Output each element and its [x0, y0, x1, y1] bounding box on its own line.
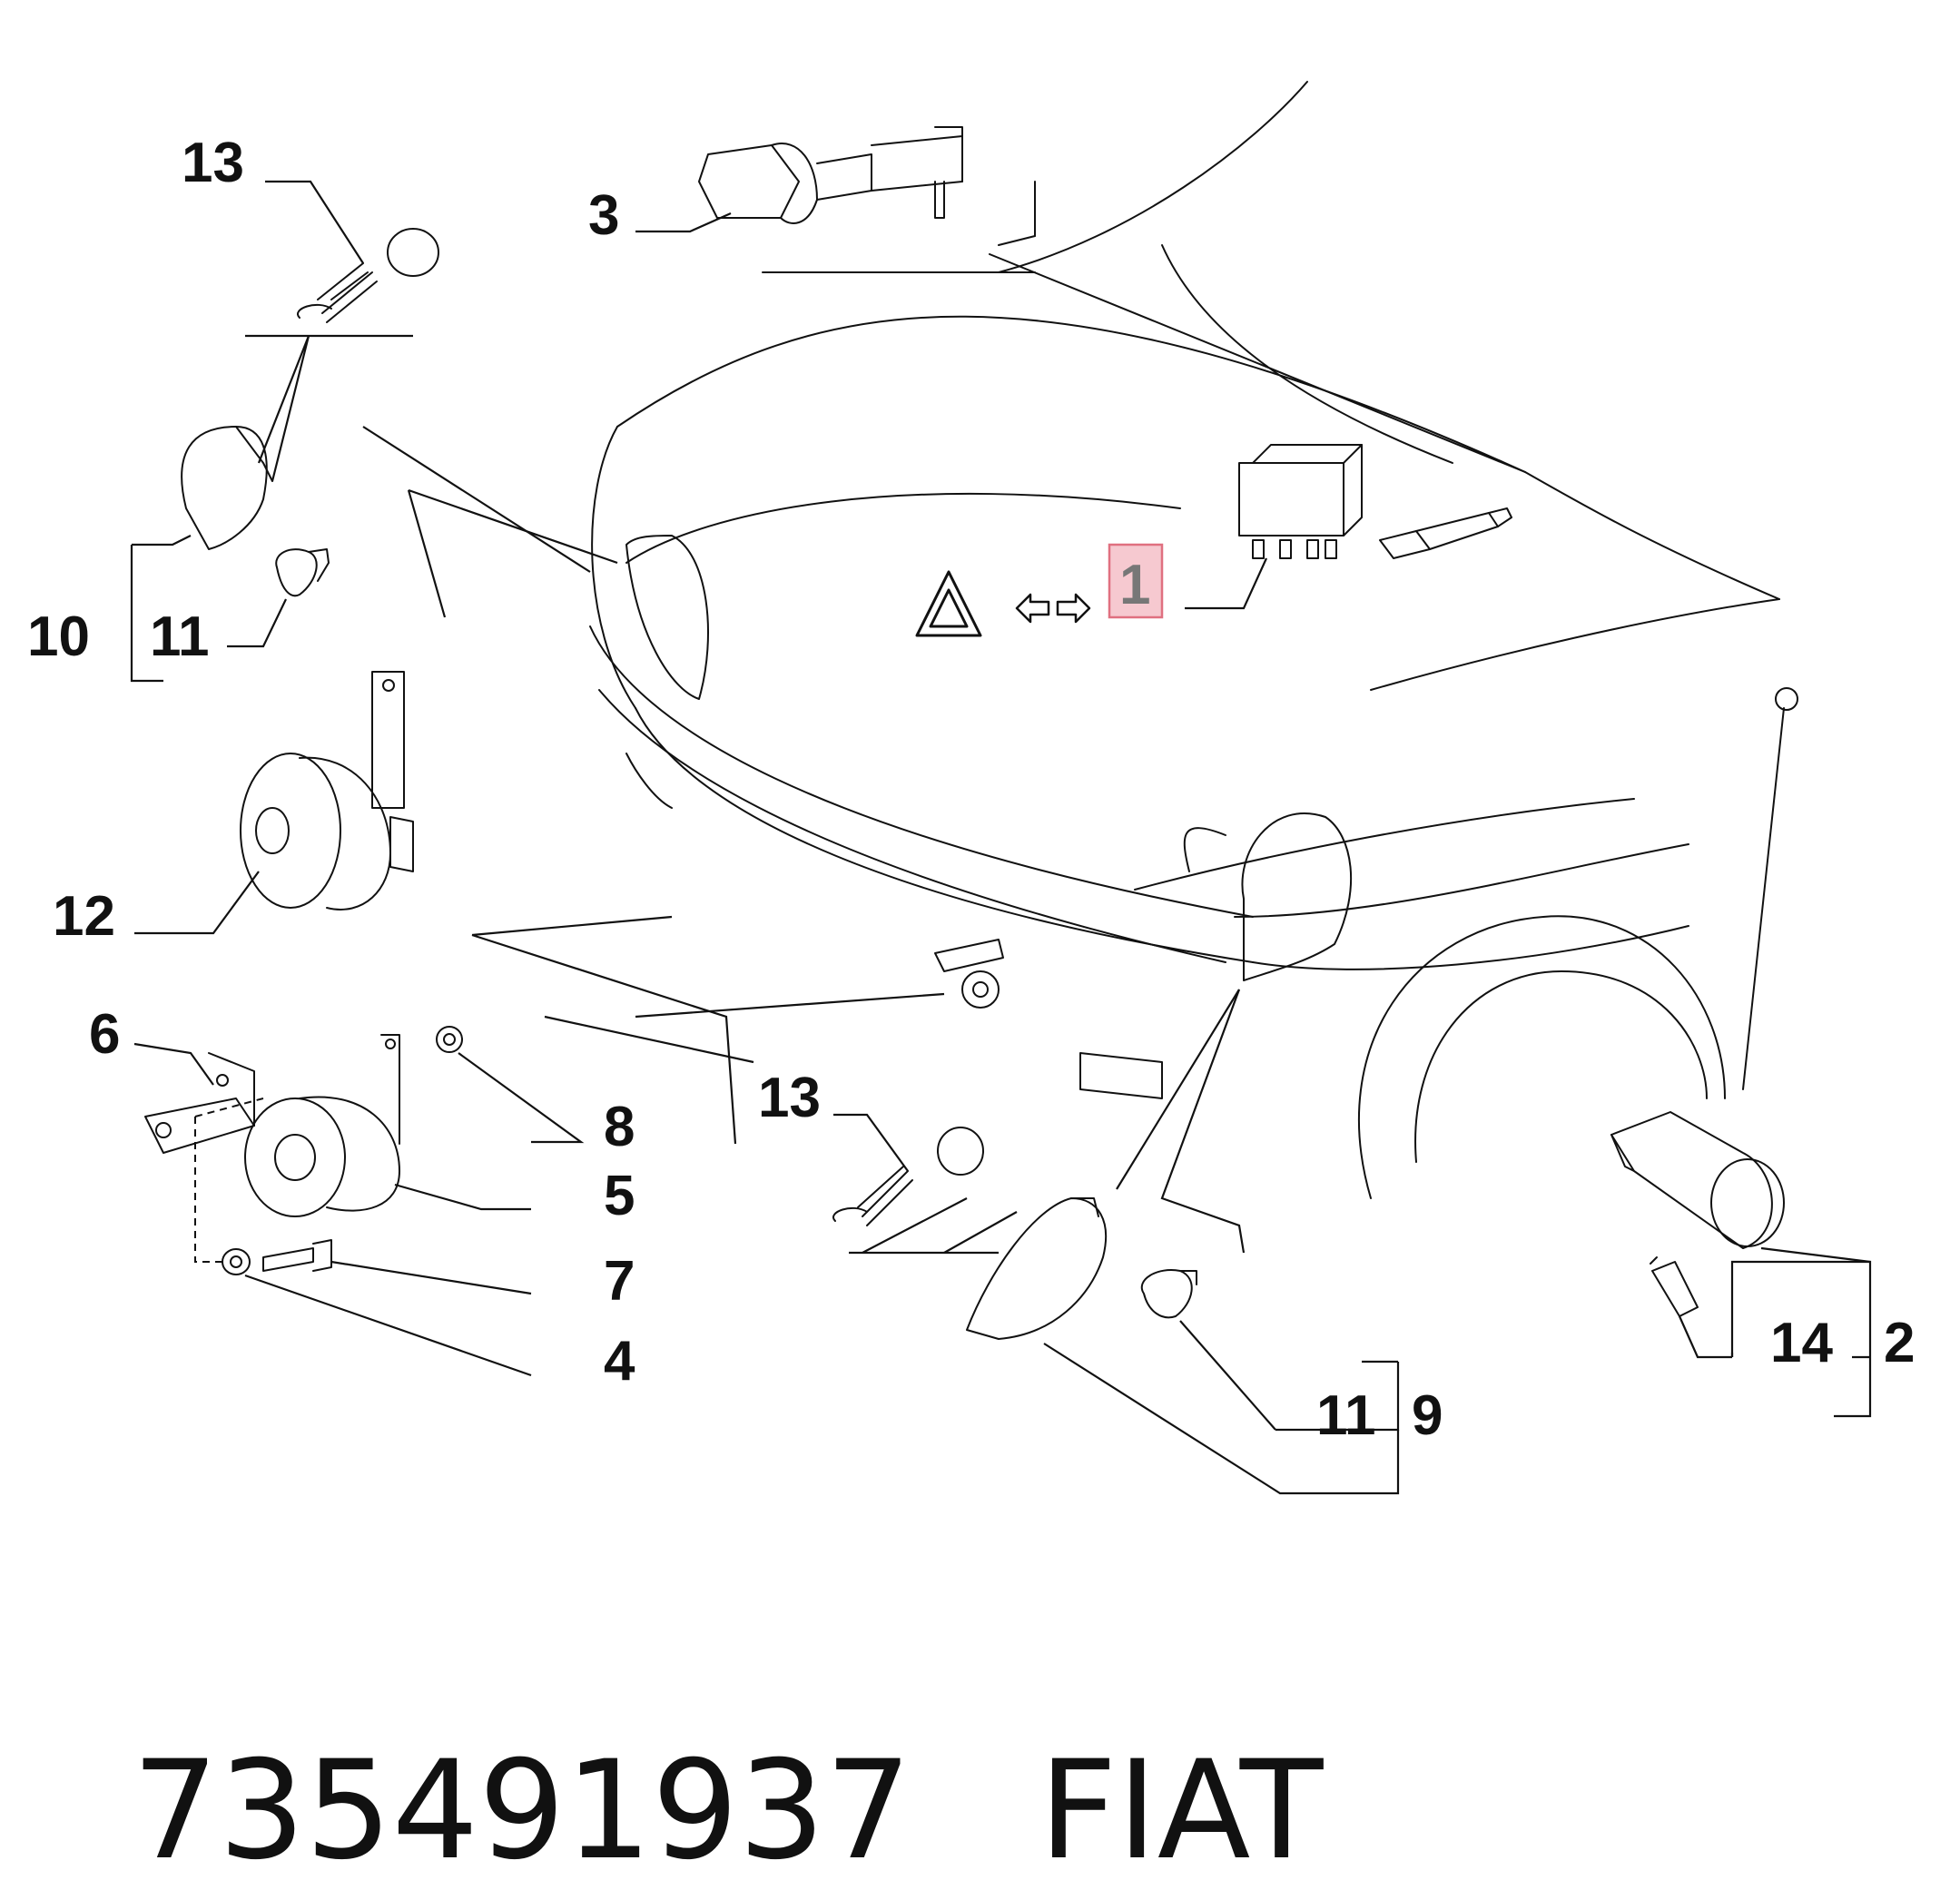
bulb-part-11-bottom	[1140, 1269, 1197, 1319]
washer-part-4	[222, 1248, 251, 1275]
arrow-right-icon	[1056, 593, 1091, 624]
callout-13-top: 13	[182, 132, 244, 194]
spring-part-13-middle	[832, 1127, 984, 1226]
highlight-box-part-1	[1108, 543, 1164, 619]
car-body-outline	[589, 81, 1798, 1199]
bumper-mount	[934, 939, 1004, 1009]
front-indicator-lamp-part-9	[966, 1197, 1108, 1340]
part-number: 735491937	[132, 1732, 912, 1890]
callout-10: 10	[27, 605, 90, 668]
callout-11-bottom: 11	[1316, 1384, 1376, 1447]
callout-8: 8	[604, 1096, 635, 1158]
leader-lines	[130, 180, 1872, 1495]
nut-part-8	[436, 1026, 463, 1053]
side-repeater-part-2	[1610, 1111, 1785, 1249]
relay-part-1	[1238, 444, 1363, 559]
callout-2: 2	[1884, 1312, 1915, 1374]
callout-14: 14	[1770, 1312, 1833, 1374]
brand-name: FIAT	[1039, 1732, 1324, 1890]
callout-4: 4	[604, 1330, 635, 1393]
bolt-part-7	[262, 1239, 332, 1272]
callout-5: 5	[604, 1165, 635, 1227]
callout-12: 12	[53, 885, 115, 948]
bulb-part-14	[1650, 1256, 1699, 1317]
side-indicator-lamp-part-10	[181, 426, 273, 550]
bracket-part-6	[144, 1052, 255, 1154]
callout-9: 9	[1412, 1384, 1443, 1447]
callout-3: 3	[588, 184, 619, 247]
horn-part-5	[244, 1034, 400, 1217]
parts-diagram: 13 3 10 11 12 6 8 5 7 4 13 11 9 14 2 1	[27, 81, 1915, 1495]
arrow-left-icon	[1015, 593, 1050, 624]
callout-7: 7	[604, 1250, 635, 1313]
horn-part-12	[240, 671, 414, 911]
callout-6: 6	[89, 1003, 120, 1066]
dashed-guides	[194, 1098, 264, 1263]
callout-1: 1	[1119, 554, 1150, 616]
spring-part-13-top	[297, 228, 439, 323]
door-switch	[1379, 507, 1512, 559]
callout-13-middle: 13	[758, 1067, 821, 1129]
hazard-warning-icon	[915, 570, 982, 637]
brake-light-switch-part-3	[698, 126, 963, 224]
callout-11-left: 11	[150, 605, 210, 668]
bulb-part-11-left	[275, 548, 330, 597]
